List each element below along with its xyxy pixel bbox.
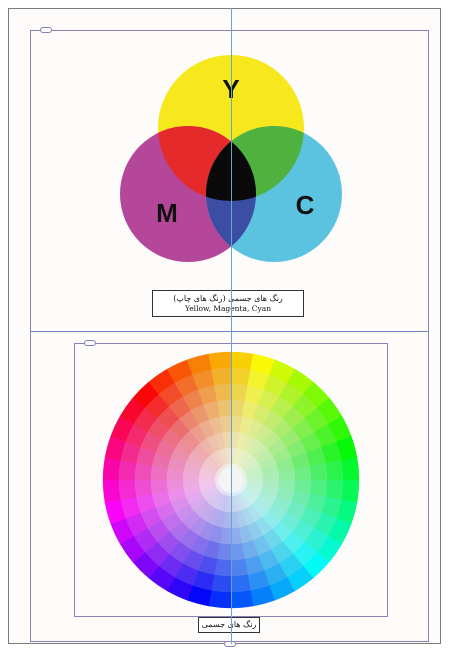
wheel-caption-text: رنگ های جسمی: [199, 618, 259, 632]
wheel-segment: [119, 461, 136, 480]
wheel-segment: [231, 575, 250, 592]
wheel-segment: [341, 480, 359, 502]
wheel-segment: [212, 368, 231, 385]
vertical-guide[interactable]: [231, 8, 232, 644]
wheel-segment: [135, 480, 152, 497]
wheel-segment: [231, 559, 248, 576]
wheel-caption: رنگ های جسمی: [198, 617, 260, 633]
wheel-segment: [209, 590, 231, 608]
wheel-segment: [209, 352, 231, 370]
wheel-segment: [212, 575, 231, 592]
horizontal-guide[interactable]: [30, 331, 429, 332]
wheel-segment: [103, 458, 121, 480]
wheel-segment: [310, 463, 327, 480]
wheel-segment: [326, 480, 343, 499]
wheel-segment: [231, 368, 250, 385]
wheel-segment: [214, 384, 231, 401]
wheel-segment: [119, 480, 136, 499]
wheel-segment: [326, 461, 343, 480]
wheel-segment: [103, 480, 121, 502]
wheel-segment: [231, 590, 253, 608]
wheel-segment: [231, 352, 253, 370]
wheel-segment: [341, 458, 359, 480]
